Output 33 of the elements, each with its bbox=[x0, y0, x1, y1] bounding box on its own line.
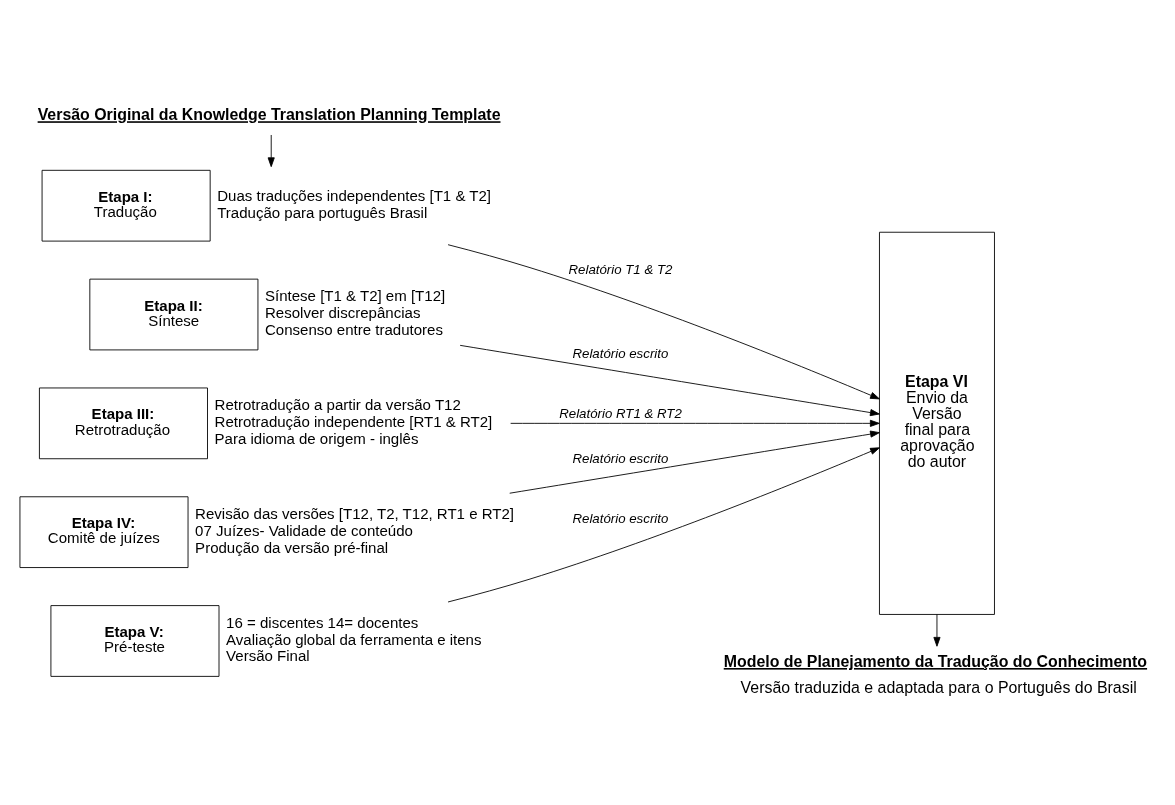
node-label: Duas traduções independentes [T1 & T2] bbox=[217, 186, 492, 204]
node-label: Síntese [T1 & T2] em [T12] bbox=[265, 286, 446, 304]
node-label: Consenso entre tradutores bbox=[265, 320, 443, 338]
node-label: Revisão das versões [T12, T2, T12, RT1 e RT2] bbox=[195, 504, 514, 522]
arrow bbox=[447, 243, 880, 399]
node-box: Etapa I: Tradução bbox=[41, 169, 211, 242]
node-label: Avaliação global da ferramenta e itens bbox=[226, 630, 482, 648]
node-box: Etapa V: Pré-teste bbox=[50, 604, 220, 677]
node-text: Modelo de Planejamento da Tradução do Conhecimento Versão traduzida e adaptada para o Português do Brasil bbox=[723, 652, 1148, 696]
node-label: Produção da versão pré-final bbox=[195, 538, 389, 556]
arrow bbox=[509, 430, 880, 494]
arrow bbox=[510, 419, 880, 427]
node-label: Para idioma de origem - inglês bbox=[214, 429, 419, 447]
arrow bbox=[267, 134, 275, 167]
node-box: Etapa IV: Comitê de juízes bbox=[19, 495, 189, 568]
edge-label: Relatório T1 & T2 bbox=[568, 261, 673, 277]
edge-label: Relatório escrito bbox=[572, 510, 669, 526]
node-box: Etapa VI Envio da Versão final para aprovação do autor bbox=[879, 231, 995, 615]
node-label: 07 Juízes- Validade de conteúdo bbox=[195, 521, 413, 539]
edge-label: Relatório escrito bbox=[572, 345, 669, 361]
arrow bbox=[459, 344, 880, 416]
node-label: Resolver discrepâncias bbox=[265, 303, 421, 321]
node-box: Etapa III: Retrotradução bbox=[38, 387, 208, 459]
node-text: Versão Original da Knowledge Translation Planning Template bbox=[37, 105, 501, 123]
node-label: Retrotradução independente [RT1 & RT2] bbox=[214, 412, 493, 430]
arrow bbox=[933, 613, 941, 647]
edge-label: Relatório RT1 & RT2 bbox=[559, 405, 682, 421]
node-box: Etapa II: Síntese bbox=[89, 278, 259, 350]
node-label: Retrotradução a partir da versão T12 bbox=[214, 395, 461, 413]
node-label: 16 = discentes 14= docentes bbox=[226, 613, 419, 631]
node-label: Tradução para português Brasil bbox=[217, 203, 428, 221]
arrow bbox=[447, 446, 880, 602]
edge-label: Relatório escrito bbox=[572, 450, 669, 466]
